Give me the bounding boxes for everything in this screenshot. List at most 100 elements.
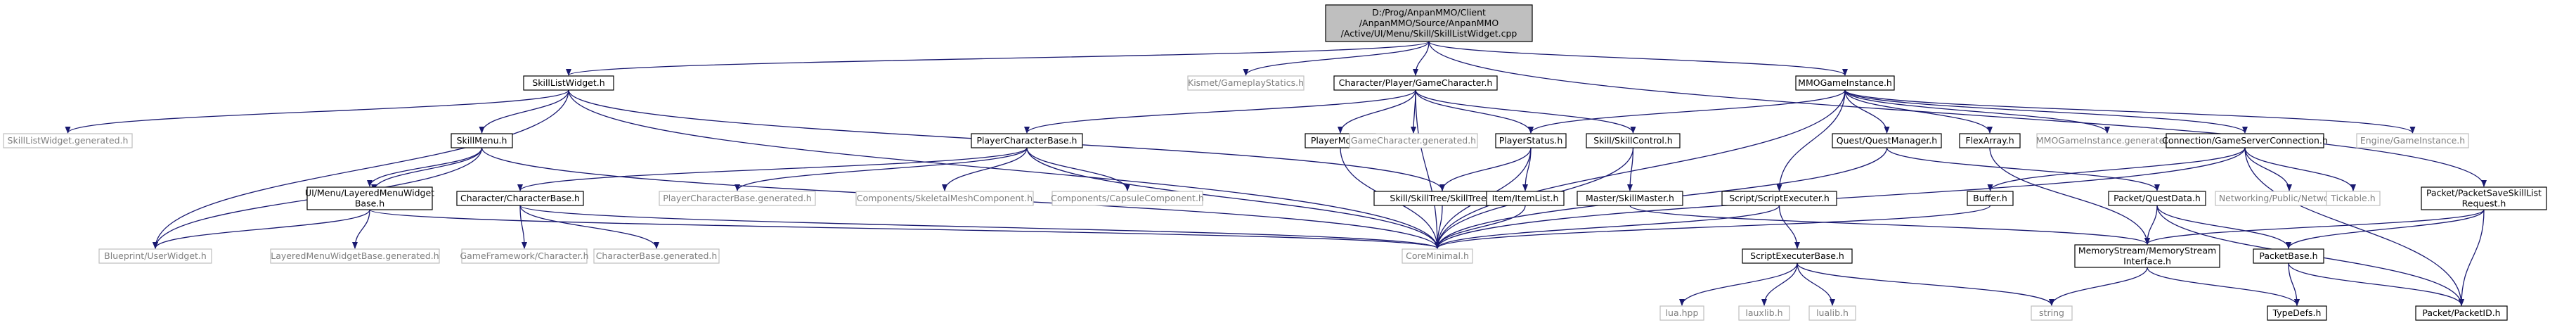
node-label: Buffer.h — [1973, 193, 2007, 203]
node-box — [1349, 133, 1478, 148]
node-box — [3, 133, 133, 148]
node-label: lua.hpp — [1666, 307, 1699, 318]
node-label: MMOGameInstance.generated.h — [2036, 135, 2178, 146]
node-box — [1402, 248, 1473, 264]
node-buffer-h[interactable]: Buffer.h — [1967, 191, 2014, 206]
node-skilltree-h[interactable]: Skill/SkillTree/SkillTree.h — [1373, 191, 1511, 206]
node-packetid-h[interactable]: Packet/PacketID.h — [2415, 305, 2508, 321]
node-box — [1721, 191, 1837, 206]
edge-layeredmenuwidgetbase-h-to-layeredmenuwidgetbase-gen-h — [352, 209, 370, 249]
node-skillmaster-h[interactable]: Master/SkillMaster.h — [1577, 191, 1683, 206]
edge-packetbase-h-to-typedefs-h — [2288, 262, 2300, 306]
node-label: CoreMinimal.h — [1406, 250, 1469, 261]
node-gameframework-character-h[interactable]: GameFramework/Character.h — [460, 248, 589, 264]
node-box — [1795, 75, 1895, 91]
node-gamecharacter-h[interactable]: Character/Player/GameCharacter.h — [1333, 75, 1498, 91]
node-packetbase-h[interactable]: PacketBase.h — [2253, 248, 2324, 264]
edge-packet-saveskilllist-h-to-memorystream-h — [2144, 209, 2485, 245]
node-label: Skill/SkillControl.h — [1593, 135, 1672, 146]
node-lauxlib-h[interactable]: lauxlib.h — [1738, 305, 1790, 321]
edge-memorystream-h-to-typedefs-h — [2147, 267, 2300, 306]
node-scriptexecuterbase-h[interactable]: ScriptExecuterBase.h — [1742, 248, 1853, 264]
node-string[interactable]: string — [2031, 305, 2073, 321]
node-label: Engine/GameInstance.h — [2360, 135, 2465, 146]
node-typedefs-h[interactable]: TypeDefs.h — [2267, 305, 2327, 321]
edge-packet-saveskilllist-h-to-packetbase-h — [2286, 209, 2485, 249]
node-label: Packet/PacketSaveSkillList — [2426, 188, 2542, 198]
node-characterbase-gen-h[interactable]: CharacterBase.generated.h — [593, 248, 720, 264]
node-connection-h[interactable]: Connection/GameServerConnection.h — [2162, 133, 2328, 148]
node-skillmenu-h[interactable]: SkillMenu.h — [451, 133, 513, 148]
edge-skilllistwidget-h-to-skilllistwidget-gen-h — [65, 89, 569, 134]
node-scriptexecuter-h[interactable]: Script/ScriptExecuter.h — [1721, 191, 1837, 206]
node-root[interactable]: D:/Prog/AnpanMMO/Client/AnpanMMO/Source/… — [1325, 4, 1533, 42]
edge-scriptexecuter-h-to-scriptexecuterbase-h — [1778, 205, 1800, 249]
node-engine-gameinstance-h[interactable]: Engine/GameInstance.h — [2356, 133, 2469, 148]
node-lua-hpp[interactable]: lua.hpp — [1659, 305, 1704, 321]
node-skeletalmesh-h[interactable]: Components/SkeletalMeshComponent.h — [855, 191, 1034, 206]
edge-mmogameinstance-h-to-coreminimal-h — [1435, 89, 1846, 249]
edge-playercharacterbase-h-to-coreminimal-h — [1026, 147, 1440, 249]
node-label: Networking/Public/Networking.h — [2219, 193, 2360, 203]
node-capsule-h[interactable]: Components/CapsuleComponent.h — [1051, 191, 1204, 206]
edge-playerstatus-h-to-skilltree-h — [1439, 147, 1532, 191]
node-box — [1325, 4, 1533, 42]
edge-memorystream-h-to-string — [2049, 267, 2148, 306]
node-mmogameinstance-h[interactable]: MMOGameInstance.h — [1795, 75, 1895, 91]
edge-mmogameinstance-h-to-playerstatus-h — [1528, 89, 1846, 134]
edge-flexarray-h-to-memorystream-h — [1989, 147, 2150, 245]
node-playerstatus-h[interactable]: PlayerStatus.h — [1495, 133, 1567, 148]
node-box — [2166, 133, 2324, 148]
node-box — [1832, 133, 1942, 148]
node-box — [2253, 248, 2324, 264]
node-box — [523, 75, 614, 91]
edge-characterbase-h-to-coreminimal-h — [519, 205, 1440, 249]
node-itemlist-h[interactable]: Item/ItemList.h — [1486, 191, 1565, 206]
node-box — [2421, 186, 2547, 210]
node-flexarray-h[interactable]: FlexArray.h — [1959, 133, 2021, 148]
node-label: Character/Player/GameCharacter.h — [1339, 77, 1493, 88]
node-playercharacterbase-h[interactable]: PlayerCharacterBase.h — [971, 133, 1083, 148]
node-tickable-h[interactable]: Tickable.h — [2326, 191, 2381, 206]
edge-skillmenu-h-to-layeredmenuwidgetbase-h — [367, 147, 483, 187]
node-lualib-h[interactable]: lualib.h — [1808, 305, 1856, 321]
node-coreminimal-h[interactable]: CoreMinimal.h — [1402, 248, 1473, 264]
node-questmanager-h[interactable]: Quest/QuestManager.h — [1832, 133, 1942, 148]
edge-gamecharacter-h-to-playerstatus-h — [1415, 89, 1534, 134]
node-blueprint-userwidget-h[interactable]: Blueprint/UserWidget.h — [98, 248, 212, 264]
node-playercharacterbase-gen-h[interactable]: PlayerCharacterBase.generated.h — [659, 191, 816, 206]
node-mmogameinstance-gen-h[interactable]: MMOGameInstance.generated.h — [2036, 133, 2178, 148]
node-layeredmenuwidgetbase-gen-h[interactable]: LayeredMenuWidgetBase.generated.h — [270, 248, 440, 264]
node-layeredmenuwidgetbase-h[interactable]: UI/Menu/LayeredMenuWidgetBase.h — [305, 186, 434, 210]
node-box — [1486, 191, 1565, 206]
node-skilllistwidget-gen-h[interactable]: SkillListWidget.generated.h — [3, 133, 133, 148]
node-label: SkillListWidget.generated.h — [8, 135, 129, 146]
node-skillcontrol-h[interactable]: Skill/SkillControl.h — [1586, 133, 1681, 148]
node-packet-questdata-h[interactable]: Packet/QuestData.h — [2108, 191, 2206, 206]
node-skilllistwidget-h[interactable]: SkillListWidget.h — [523, 75, 614, 91]
node-box — [451, 133, 513, 148]
node-label: Quest/QuestManager.h — [1837, 135, 1937, 146]
node-label: PlayerCharacterBase.generated.h — [663, 193, 811, 203]
edge-packet-questdata-h-to-memorystream-h — [2144, 205, 2158, 245]
node-box — [1577, 191, 1683, 206]
node-box — [1738, 305, 1790, 321]
node-label: PlayerCharacterBase.h — [977, 135, 1077, 146]
edge-characterbase-h-to-characterbase-gen-h — [519, 205, 659, 249]
edge-gamecharacter-h-to-playercharacterbase-h — [1024, 89, 1416, 134]
edge-gamecharacter-h-to-skillcontrol-h — [1415, 89, 1636, 134]
edge-packet-saveskilllist-h-to-packetid-h — [2459, 209, 2485, 306]
node-label: Skill/SkillTree/SkillTree.h — [1390, 193, 1494, 203]
node-characterbase-h[interactable]: Character/CharacterBase.h — [456, 191, 584, 206]
node-label: Packet/PacketID.h — [2422, 307, 2500, 318]
edge-characterbase-h-to-gameframework-character-h — [519, 205, 527, 249]
edge-root-to-gamecharacter-h — [1413, 41, 1430, 76]
node-kismet-h[interactable]: Kismet/GameplayStatics.h — [1187, 75, 1305, 91]
edge-questmanager-h-to-packet-questdata-h — [1886, 147, 2160, 191]
node-gamecharacter-gen-h[interactable]: GameCharacter.generated.h — [1349, 133, 1478, 148]
node-label: UI/Menu/LayeredMenuWidget — [305, 188, 434, 198]
node-box — [1333, 75, 1498, 91]
